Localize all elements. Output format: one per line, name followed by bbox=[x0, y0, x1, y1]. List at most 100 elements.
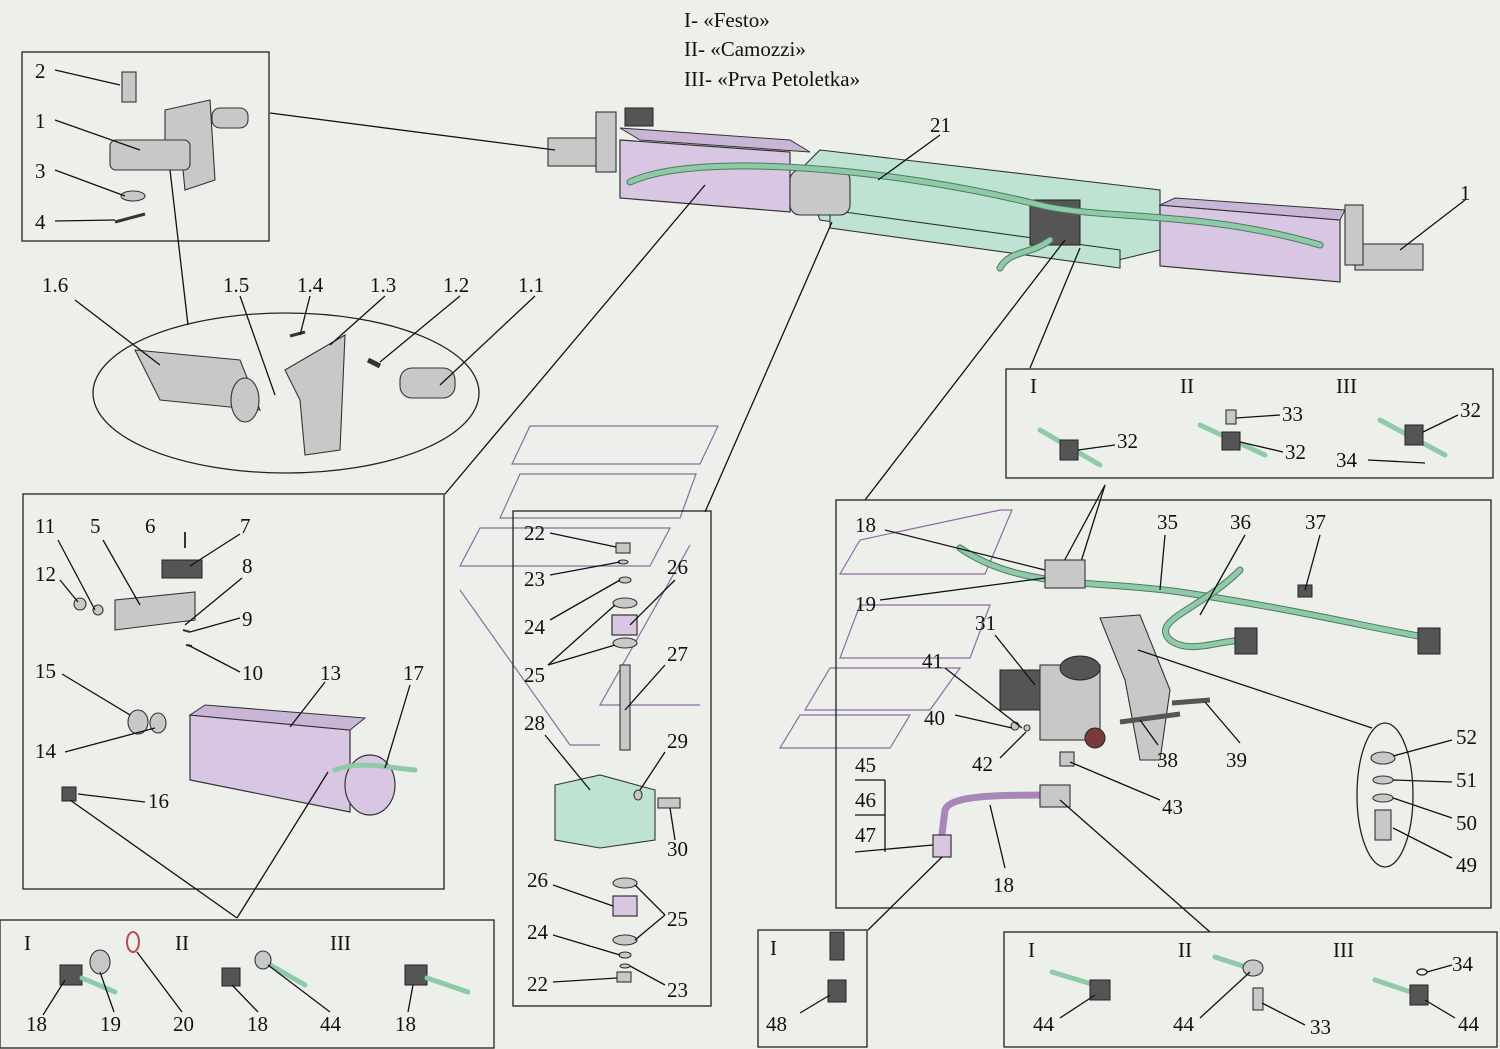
tee-18-43 bbox=[1039, 784, 1071, 808]
tube-44-festo bbox=[1049, 969, 1098, 988]
leader-br-33 bbox=[1261, 1002, 1306, 1026]
label-1-2: 1.2 bbox=[443, 273, 469, 297]
bracket-47 bbox=[854, 844, 934, 853]
leader-to-br bbox=[1059, 799, 1211, 933]
bolt-38 bbox=[1119, 711, 1181, 725]
inset-rod-end bbox=[109, 71, 249, 224]
leader-bm-48 bbox=[799, 994, 831, 1014]
tee-fittings bbox=[1037, 409, 1448, 468]
label-r-II: II bbox=[1180, 374, 1194, 398]
label-1-1: 1.1 bbox=[518, 273, 544, 297]
fitting-43 bbox=[1059, 751, 1075, 767]
ring-20 bbox=[126, 931, 140, 953]
label-m-51: 51 bbox=[1456, 768, 1477, 792]
bushing-26a bbox=[611, 614, 638, 636]
fitting-19 bbox=[89, 949, 111, 975]
washer-25b bbox=[612, 637, 638, 649]
label-15: 15 bbox=[35, 659, 56, 683]
fitting-16 bbox=[61, 786, 77, 802]
fastener-ellipse bbox=[1356, 722, 1414, 868]
tube-17 bbox=[332, 762, 418, 773]
part-1-6 bbox=[134, 349, 261, 411]
fitting-36-end bbox=[1234, 627, 1258, 655]
inset-fitting-48-frame bbox=[757, 929, 868, 1048]
leader-bl-20 bbox=[136, 951, 183, 1013]
fitting-18-camozzi bbox=[221, 967, 241, 987]
label-br-44c: 44 bbox=[1458, 1012, 1480, 1036]
main-assembly bbox=[547, 107, 1424, 283]
label-26b: 26 bbox=[527, 868, 548, 892]
leader-30 bbox=[669, 807, 676, 841]
left-microswitch bbox=[624, 107, 654, 127]
leader-1-1 bbox=[439, 295, 536, 386]
label-r-III: III bbox=[1336, 374, 1357, 398]
screw-33-bottom bbox=[1252, 987, 1264, 1011]
nut-52 bbox=[1370, 751, 1396, 765]
leader-r-32b bbox=[1239, 441, 1284, 453]
part-1-4 bbox=[289, 330, 306, 338]
leader-13 bbox=[289, 681, 326, 728]
label-5: 5 bbox=[90, 514, 101, 538]
bracket-38 bbox=[1099, 614, 1171, 761]
label-r-I: I bbox=[1030, 374, 1037, 398]
leader-m-36 bbox=[1199, 534, 1246, 616]
label-r-32b: 32 bbox=[1285, 440, 1306, 464]
leader-r-34 bbox=[1367, 459, 1426, 464]
cylinder-13-top bbox=[188, 704, 367, 731]
leader-r-32a bbox=[1077, 444, 1116, 451]
leader-m-37 bbox=[1304, 534, 1321, 591]
part-1-2 bbox=[366, 357, 382, 369]
leader-tee-down-2 bbox=[1079, 484, 1106, 566]
label-4: 4 bbox=[35, 210, 46, 234]
fitting-45-variant bbox=[829, 931, 845, 961]
tube-44 bbox=[262, 959, 308, 988]
fitting-45-47 bbox=[932, 834, 952, 858]
leader-11 bbox=[57, 539, 96, 611]
label-bl-19: 19 bbox=[100, 1012, 121, 1036]
fitting-48 bbox=[827, 979, 847, 1003]
legend-camozzi: II- «Camozzi» bbox=[684, 37, 806, 61]
leader-1-2 bbox=[379, 295, 461, 363]
leader-27 bbox=[624, 664, 666, 711]
fitting-44-camozzi bbox=[254, 950, 272, 970]
leader-m-40 bbox=[954, 714, 1013, 729]
label-m-50: 50 bbox=[1456, 811, 1477, 835]
leader-25a-2 bbox=[547, 644, 616, 666]
leader-23a bbox=[549, 561, 621, 576]
label-bl-18b: 18 bbox=[247, 1012, 268, 1036]
pin-9 bbox=[182, 629, 191, 633]
washer-3 bbox=[120, 190, 146, 202]
plate-5 bbox=[114, 591, 196, 631]
leader-15 bbox=[61, 673, 131, 716]
hinge-28 bbox=[554, 774, 656, 849]
tee-center bbox=[1044, 559, 1086, 589]
leader-22a bbox=[549, 532, 617, 548]
label-m-52: 52 bbox=[1456, 725, 1477, 749]
leader-22b bbox=[552, 977, 618, 983]
leader-12 bbox=[59, 579, 79, 603]
leader-1-5 bbox=[239, 295, 276, 396]
leader-m-41 bbox=[944, 667, 1023, 729]
label-29: 29 bbox=[667, 729, 688, 753]
leader-25a-1 bbox=[547, 604, 616, 666]
manufacturer-legend: I- «Festo» II- «Camozzi» III- «Prva Peto… bbox=[684, 8, 860, 91]
label-r-34: 34 bbox=[1336, 448, 1358, 472]
label-r-32c: 32 bbox=[1460, 398, 1481, 422]
valve-31-coil bbox=[1059, 655, 1101, 681]
washer-24b bbox=[618, 951, 632, 959]
label-r-33: 33 bbox=[1282, 402, 1303, 426]
legend-festo: I- «Festo» bbox=[684, 8, 770, 32]
label-m-36: 36 bbox=[1230, 510, 1251, 534]
label-3: 3 bbox=[35, 159, 46, 183]
leader-bl-18b bbox=[231, 984, 259, 1013]
inset-hinge bbox=[554, 542, 681, 983]
leader-r-33 bbox=[1235, 414, 1281, 419]
leader-2 bbox=[54, 69, 121, 86]
leader-m-35 bbox=[1159, 534, 1166, 591]
leader-m-50 bbox=[1392, 797, 1453, 819]
leader-r-32c bbox=[1422, 414, 1459, 433]
leader-m-18b bbox=[989, 804, 1006, 869]
legend-prva-petoletka: III- «Prva Petoletka» bbox=[684, 67, 860, 91]
label-30: 30 bbox=[667, 837, 688, 861]
